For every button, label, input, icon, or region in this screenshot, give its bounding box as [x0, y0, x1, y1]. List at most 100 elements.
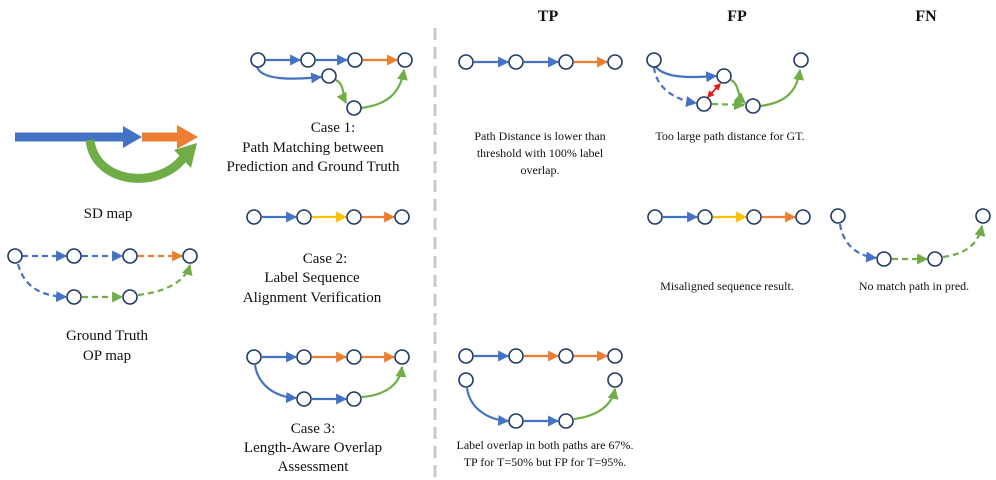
case1-fp-edge [759, 68, 805, 108]
case1-tp-node [508, 54, 524, 70]
case1-tp-note-line1: Path Distance is lower than [474, 129, 605, 143]
case1-diagram [250, 52, 413, 116]
case1-fp-edge [652, 66, 698, 108]
gt-node [66, 248, 82, 264]
case3-tp-note-line2: TP for T=50% but FP for T=95%. [464, 455, 627, 469]
case2-fp-node [647, 209, 663, 225]
case1-tp-node [458, 54, 474, 70]
case2-fn-note: No match path in pred. [859, 279, 969, 293]
case1-fp-node [745, 98, 761, 114]
case2-node [296, 209, 312, 225]
case1-fp-edge [730, 79, 746, 104]
case1-fp-node [716, 68, 732, 84]
case3-tp-edge [465, 387, 510, 426]
case1-tp-note-line3: overlap. [521, 163, 560, 177]
case3-tp-node [458, 348, 474, 364]
case1-tp-note-line2: threshold with 100% label [477, 146, 604, 160]
case2-fp-node [697, 209, 713, 225]
case3-subtitle-line1: Length-Aware Overlap [244, 440, 382, 456]
case3-subtitle-line2: Assessment [278, 459, 350, 475]
gt-node [182, 248, 198, 264]
case3-tp-node [558, 413, 574, 429]
case1-node [321, 68, 337, 84]
case1-fp-node [646, 52, 662, 68]
gt-node [122, 289, 138, 305]
case1-edge [335, 79, 348, 104]
case2-subtitle-line2: Alignment Verification [243, 290, 382, 306]
case1-tp-node [558, 54, 574, 70]
case1-fp-node [696, 96, 712, 112]
case1-fp-node [793, 52, 809, 68]
case2-fp-node [795, 209, 811, 225]
sd-map-blue-arrowhead [123, 126, 142, 148]
fn-header: FN [915, 8, 937, 25]
fp-header: FP [727, 8, 747, 25]
case3-tp-node [607, 372, 623, 388]
case3-edge [253, 364, 298, 404]
case1-edge [360, 68, 408, 110]
sd-map-label: SD map [84, 206, 133, 222]
case1-node [347, 52, 363, 68]
op-map-label: OP map [83, 348, 131, 364]
case1-subtitle-line1: Path Matching between [242, 140, 384, 156]
case3-diagram [246, 349, 410, 407]
gt-node [66, 289, 82, 305]
case1-node [300, 52, 316, 68]
case3-tp-node [508, 413, 524, 429]
sd-map-orange-arrowhead [177, 125, 198, 149]
case2-title: Case 2: [303, 251, 348, 267]
tp-header: TP [538, 8, 559, 25]
case1-node [250, 52, 266, 68]
case3-node [346, 349, 362, 365]
case3-tp-edge [573, 387, 619, 421]
case1-subtitle-line2: Prediction and Ground Truth [227, 159, 400, 175]
case2-subtitle-line1: Label Sequence [264, 270, 360, 286]
case2-fp-node [746, 209, 762, 225]
distance-arrow [707, 82, 721, 99]
case2-fn-diagram [830, 208, 991, 267]
case1-title: Case 1: [311, 120, 356, 136]
case1-fp-diagram [646, 52, 809, 114]
case3-node [394, 349, 410, 365]
case2-fn-node [830, 208, 846, 224]
case3-node [346, 391, 362, 407]
gt-edge [16, 263, 68, 303]
gt-edge [137, 263, 193, 297]
sd-map-green-arrowhead [174, 143, 197, 168]
case2-fn-node [927, 251, 943, 267]
case2-fp-note: Misaligned sequence result. [660, 279, 794, 293]
case2-fn-node [975, 208, 991, 224]
case1-edge [255, 66, 323, 84]
case2-fn-edge [838, 223, 878, 263]
case1-tp-diagram [458, 54, 623, 70]
case3-node [246, 349, 262, 365]
case3-node [296, 391, 312, 407]
case3-tp-node [508, 348, 524, 364]
case1-tp-node [607, 54, 623, 70]
case2-node [346, 209, 362, 225]
case2-node [394, 209, 410, 225]
case2-fp-diagram [647, 209, 811, 225]
case1-fp-edge [655, 66, 718, 83]
case2-fn-edge [942, 224, 986, 259]
case3-tp-node [558, 348, 574, 364]
case3-tp-node [458, 372, 474, 388]
case1-node [346, 100, 362, 116]
case3-tp-node [607, 348, 623, 364]
case2-node [246, 209, 262, 225]
case3-title: Case 3: [291, 421, 336, 437]
case2-fn-node [876, 251, 892, 267]
ground-truth-op-map-diagram [7, 248, 198, 305]
gt-node [7, 248, 23, 264]
sd-map-diagram [15, 125, 198, 183]
case3-edge [361, 365, 407, 399]
sd-map-green-arc [85, 139, 188, 183]
case1-fp-note: Too large path distance for GT. [655, 129, 804, 143]
gt-node [122, 248, 138, 264]
case1-node [397, 52, 413, 68]
case3-tp-diagram [458, 348, 623, 429]
case2-diagram [246, 209, 410, 225]
case3-node [296, 349, 312, 365]
case3-tp-note-line1: Label overlap in both paths are 67%. [457, 438, 634, 452]
